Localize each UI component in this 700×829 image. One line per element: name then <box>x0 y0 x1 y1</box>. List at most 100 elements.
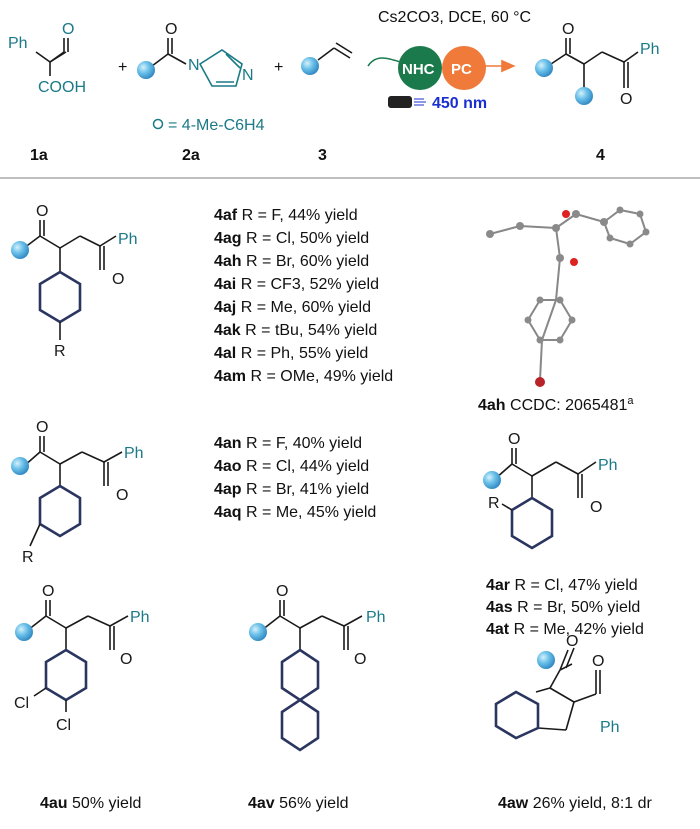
oxygen-4a: O <box>562 21 574 38</box>
compound-code: 4al <box>214 345 236 362</box>
aryl-ball-4b <box>575 87 593 105</box>
oxygen-1a: O <box>62 21 74 38</box>
cl-label-4au-a: Cl <box>14 695 29 712</box>
oxygen-g2a: O <box>36 419 48 436</box>
yield-entry-4ak: 4ak R = tBu, 54% yield <box>214 322 377 339</box>
n1-label: N <box>188 57 200 74</box>
compound-yield: R = Me, 45% yield <box>242 504 377 521</box>
label-3: 3 <box>318 147 327 164</box>
aryl-ball-g3 <box>483 471 501 489</box>
compound-yield: R = Cl, 47% yield <box>510 577 638 594</box>
yield-entry-4at: 4at R = Me, 42% yield <box>486 621 644 638</box>
label-4: 4 <box>596 147 605 164</box>
ball-legend: = 4-Me-C6H4 <box>168 117 265 134</box>
yield-list-group2: 4an R = F, 40% yield 4ao R = Cl, 44% yiel… <box>214 435 376 521</box>
ball-legend-icon <box>152 118 164 130</box>
aryl-ball-4au <box>15 623 33 641</box>
compound-code: 4aq <box>214 504 242 521</box>
caption-4aw: 4aw 26% yield, 8:1 dr <box>498 795 653 812</box>
yield-entry-4ao: 4ao R = Cl, 44% yield <box>214 458 369 475</box>
compound-yield: R = Br, 50% yield <box>513 599 641 616</box>
oxygen-g1b: O <box>112 271 124 288</box>
oxygen-4b: O <box>620 91 632 108</box>
yield-entry-4aj: 4aj R = Me, 60% yield <box>214 299 371 316</box>
yield-entry-4ai: 4ai R = CF3, 52% yield <box>214 276 379 293</box>
yield-entry-4ah: 4ah R = Br, 60% yield <box>214 253 369 270</box>
cooh-label: COOH <box>38 79 86 96</box>
product-4 <box>547 38 639 88</box>
oxygen-g3a: O <box>508 431 520 448</box>
oxygen-4au-a: O <box>42 583 54 600</box>
yield-entry-4ap: 4ap R = Br, 41% yield <box>214 481 369 498</box>
structure-4av <box>261 600 363 752</box>
nhc-catalyst-badge <box>398 46 442 90</box>
reagent-2a <box>151 38 243 87</box>
ph-label-4av: Ph <box>366 609 386 626</box>
cl-label-4au-b: Cl <box>56 717 71 734</box>
yield-entry-4as: 4as R = Br, 50% yield <box>486 599 640 616</box>
compound-code: 4ap <box>214 481 242 498</box>
light-wavelength: 450 nm <box>432 95 487 112</box>
compound-code: 4ar <box>486 577 510 594</box>
plus-1: + <box>118 59 127 76</box>
label-1a: 1a <box>30 147 48 164</box>
structure-group1 <box>23 220 117 340</box>
oxygen-2a: O <box>165 21 177 38</box>
structure-4aw <box>494 647 601 740</box>
compound-yield: R = Me, 42% yield <box>509 621 644 638</box>
compound-code: 4as <box>486 599 513 616</box>
structure-group2 <box>23 436 123 547</box>
r-label-g1: R <box>54 343 66 360</box>
compound-yield: R = tBu, 54% yield <box>241 322 378 339</box>
pc-label: PC <box>451 61 472 78</box>
plus-2: + <box>274 59 283 76</box>
led-lamp-icon <box>388 96 426 108</box>
nhc-label: NHC <box>402 61 435 78</box>
crystal-structure-image <box>486 206 650 387</box>
ph-label-1a: Ph <box>8 35 28 52</box>
aryl-ball-4 <box>535 59 553 77</box>
compound-yield: R = CF3, 52% yield <box>236 276 379 293</box>
oxygen-g3b: O <box>590 499 602 516</box>
compound-code: 4ag <box>214 230 242 247</box>
compound-code: 4an <box>214 435 242 452</box>
n3-label: N <box>242 67 254 84</box>
ph-label-4au: Ph <box>130 609 150 626</box>
compound-code: 4am <box>214 368 246 385</box>
reagent-1a <box>35 38 69 76</box>
aryl-ball-g2 <box>11 457 29 475</box>
compound-code: 4ak <box>214 322 241 339</box>
compound-yield: R = Ph, 55% yield <box>236 345 368 362</box>
compound-code: 4aj <box>214 299 236 316</box>
oxygen-4av-a: O <box>276 583 288 600</box>
oxygen-4au-b: O <box>120 651 132 668</box>
oxygen-4aw-b: O <box>592 653 604 670</box>
yield-entry-4am: 4am R = OMe, 49% yield <box>214 368 393 385</box>
aryl-ball-g1 <box>11 241 29 259</box>
compound-code: 4ah <box>214 253 242 270</box>
aryl-ball-2a <box>137 61 155 79</box>
ph-label-g2: Ph <box>124 445 144 462</box>
oxygen-4av-b: O <box>354 651 366 668</box>
compound-yield: R = OMe, 49% yield <box>246 368 393 385</box>
r-label-g3: R <box>488 495 500 512</box>
compound-yield: R = Me, 60% yield <box>236 299 371 316</box>
ph-label-g3: Ph <box>598 457 618 474</box>
caption-4au: 4au 50% yield <box>40 795 141 812</box>
pc-catalyst-badge <box>442 46 486 90</box>
yield-list-group3: 4ar R = Cl, 47% yield 4as R = Br, 50% yie… <box>486 577 644 638</box>
oxygen-g2b: O <box>116 487 128 504</box>
yield-entry-4aq: 4aq R = Me, 45% yield <box>214 504 376 521</box>
structure-group3 <box>495 448 597 550</box>
compound-code: 4at <box>486 621 510 638</box>
compound-yield: R = Cl, 44% yield <box>242 458 370 475</box>
yield-entry-4ag: 4ag R = Cl, 50% yield <box>214 230 369 247</box>
oxygen-4aw-a: O <box>566 633 578 650</box>
compound-code: 4af <box>214 207 238 224</box>
ph-label-4: Ph <box>640 41 660 58</box>
yield-entry-4an: 4an R = F, 40% yield <box>214 435 362 452</box>
aryl-ball-4av <box>249 623 267 641</box>
compound-yield: R = Cl, 50% yield <box>242 230 370 247</box>
